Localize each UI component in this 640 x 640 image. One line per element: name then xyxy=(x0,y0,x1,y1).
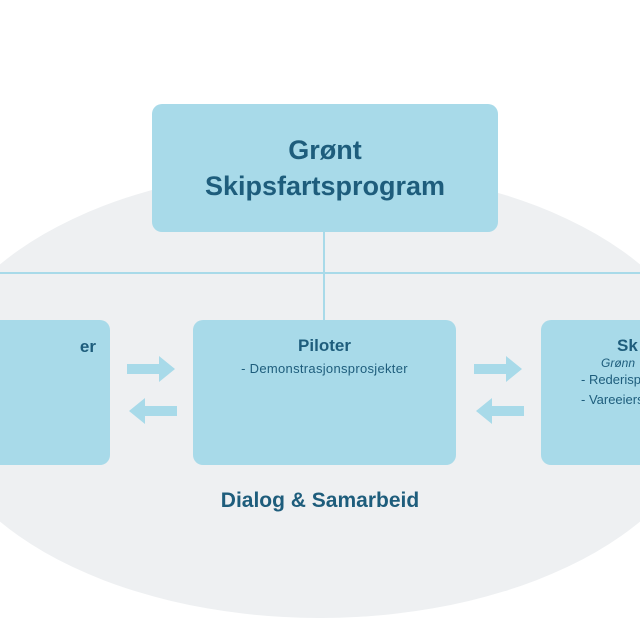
dialog-label: Dialog & Samarbeid xyxy=(220,489,420,512)
piloter-title: Piloter xyxy=(298,336,351,355)
arrow-right-icon xyxy=(474,356,522,382)
arrow-left-icon xyxy=(129,398,177,424)
program-title-line1: Grønt xyxy=(288,135,362,165)
right-box-subtitle: Grønn xyxy=(601,356,636,370)
vertical-connector xyxy=(323,230,325,322)
right-box-item-2: - Vareeiers xyxy=(581,392,640,407)
right-box: Sk Grønn - Rederisp - Vareeiers xyxy=(541,320,640,465)
piloter-box: Piloter - Demonstrasjonsprosjekter xyxy=(193,320,456,465)
right-box-title: Sk xyxy=(617,336,638,355)
program-title-line2: Skipsfartsprogram xyxy=(204,171,446,201)
left-box: er xyxy=(0,320,110,465)
piloter-item: - Demonstrasjonsprosjekter xyxy=(241,361,408,376)
right-box-item-1: - Rederisp xyxy=(581,372,640,387)
program-box: Grønt Skipsfartsprogram xyxy=(152,104,498,232)
horizontal-connector xyxy=(0,272,640,274)
arrow-left-icon xyxy=(476,398,524,424)
arrow-right-icon xyxy=(127,356,175,382)
left-box-title: er xyxy=(79,337,96,356)
